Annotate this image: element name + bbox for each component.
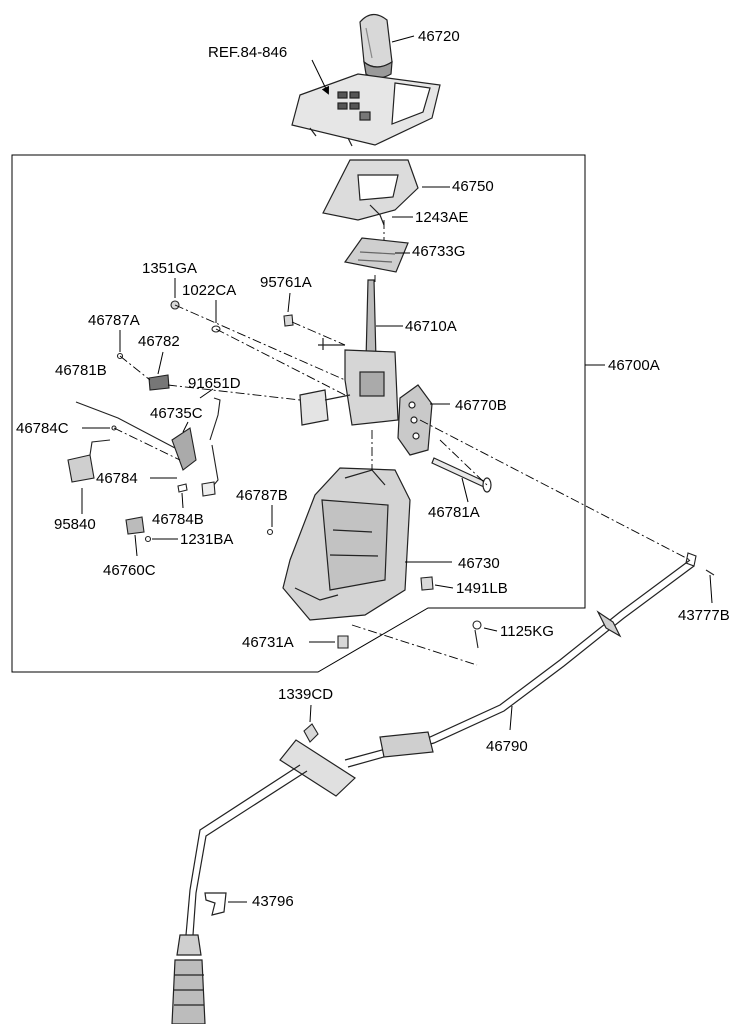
label-46790: 46790: [486, 738, 528, 755]
label-46750: 46750: [452, 178, 494, 195]
label-95840: 95840: [54, 516, 96, 533]
label-46760C: 46760C: [103, 562, 156, 579]
label-91651D: 91651D: [188, 375, 241, 392]
assembly-frame: [11, 154, 586, 673]
shift-cable: [171, 559, 695, 1024]
label-46784C: 46784C: [16, 420, 69, 437]
side-plate: [397, 384, 433, 456]
upper-cover: [322, 159, 419, 226]
label-1351GA: 1351GA: [142, 260, 198, 277]
label-46770B: 46770B: [455, 397, 507, 414]
label-1491LB: 1491LB: [456, 580, 508, 597]
shift-lever: [299, 279, 399, 426]
label-46733G: 46733G: [412, 243, 466, 260]
leader-lines: [81, 35, 713, 903]
base-bracket: [282, 467, 411, 621]
label-46730: 46730: [458, 555, 500, 572]
label-1243AE: 1243AE: [415, 209, 469, 226]
label-46782: 46782: [138, 333, 180, 350]
label-46731A: 46731A: [242, 634, 294, 651]
label-1231BA: 1231BA: [180, 531, 234, 548]
label-46787A: 46787A: [88, 312, 140, 329]
label-46720: 46720: [418, 28, 460, 45]
label-46710A: 46710A: [405, 318, 457, 335]
label-1125KG: 1125KG: [500, 623, 554, 640]
label-1022CA: 1022CA: [182, 282, 237, 299]
label-43777B: 43777B: [678, 607, 730, 624]
reference-lines: [113, 220, 691, 666]
label-43796: 43796: [252, 893, 294, 910]
label-46787B: 46787B: [236, 487, 288, 504]
label-46784B: 46784B: [152, 511, 204, 528]
label-95761A: 95761A: [260, 274, 312, 291]
indicator-plate: [343, 237, 409, 273]
cable-clip: [204, 892, 227, 916]
label-1339CD: 1339CD: [278, 686, 334, 703]
pin: [431, 457, 492, 493]
label-46735C: 46735C: [150, 405, 203, 422]
label-46700A: 46700A: [608, 357, 660, 374]
label-ref-84-846: REF.84-846: [208, 44, 288, 61]
trim-panel: [291, 73, 441, 147]
label-46781A: 46781A: [428, 504, 480, 521]
label-46781B: 46781B: [55, 362, 107, 379]
label-46784: 46784: [96, 470, 138, 487]
shift-knob: [359, 13, 393, 79]
